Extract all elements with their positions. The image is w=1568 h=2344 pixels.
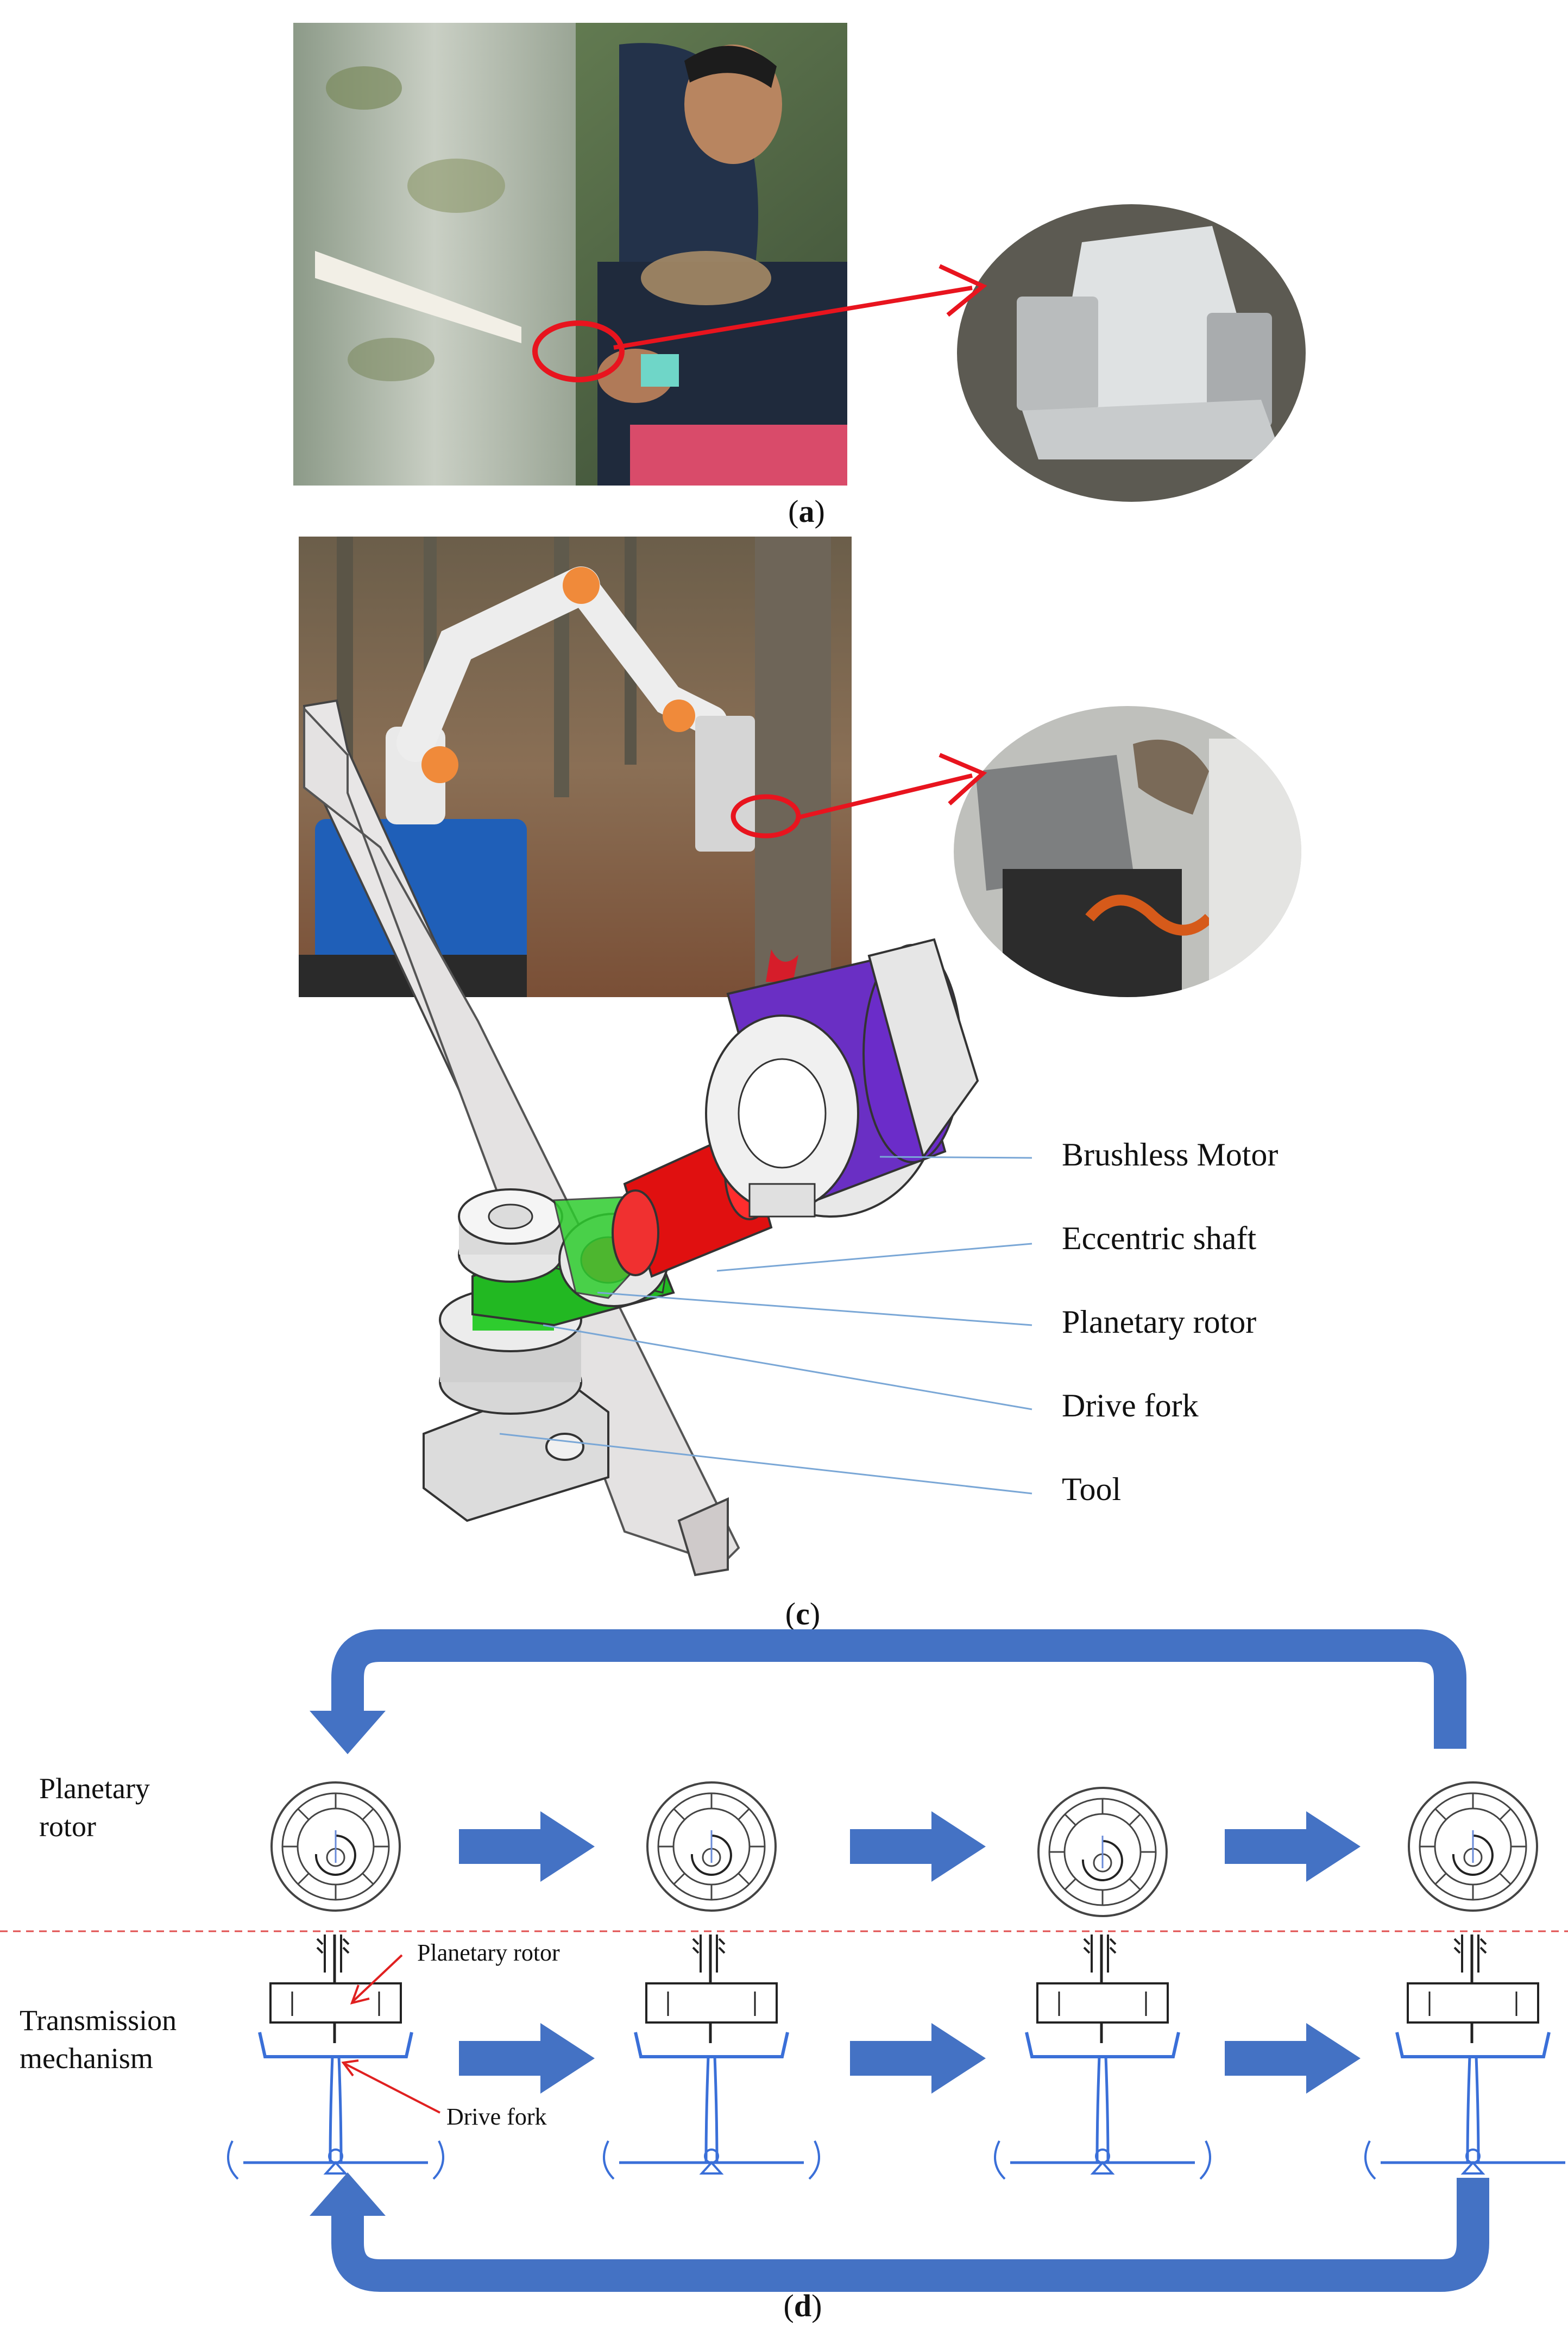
caption-d: (d): [783, 2288, 822, 2323]
row-label-planetary-rotor: Planetary rotor: [39, 1772, 150, 1843]
inline-label-planetary-rotor: Planetary rotor: [417, 1939, 560, 1966]
label-brushless-motor: Brushless Motor: [1062, 1137, 1279, 1173]
row-label-transmission-mechanism: Transmission mechanism: [20, 2004, 177, 2075]
label-eccentric-shaft: Eccentric shaft: [1062, 1220, 1257, 1256]
inline-label-drive-fork: Drive fork: [446, 2103, 547, 2130]
zoom-circle-icon: [954, 706, 1301, 997]
label-planetary-rotor: Planetary rotor: [1062, 1304, 1257, 1340]
photo-tapping-robot: [299, 537, 852, 997]
zoom-circle-icon: [957, 204, 1306, 502]
photo-manual-tapping: [293, 23, 847, 486]
caption-b: (b): [779, 1005, 818, 1041]
caption-a: (a): [788, 494, 825, 529]
label-tool: Tool: [1062, 1471, 1122, 1507]
label-drive-fork: Drive fork: [1062, 1388, 1199, 1423]
caption-c: (c): [785, 1596, 821, 1631]
